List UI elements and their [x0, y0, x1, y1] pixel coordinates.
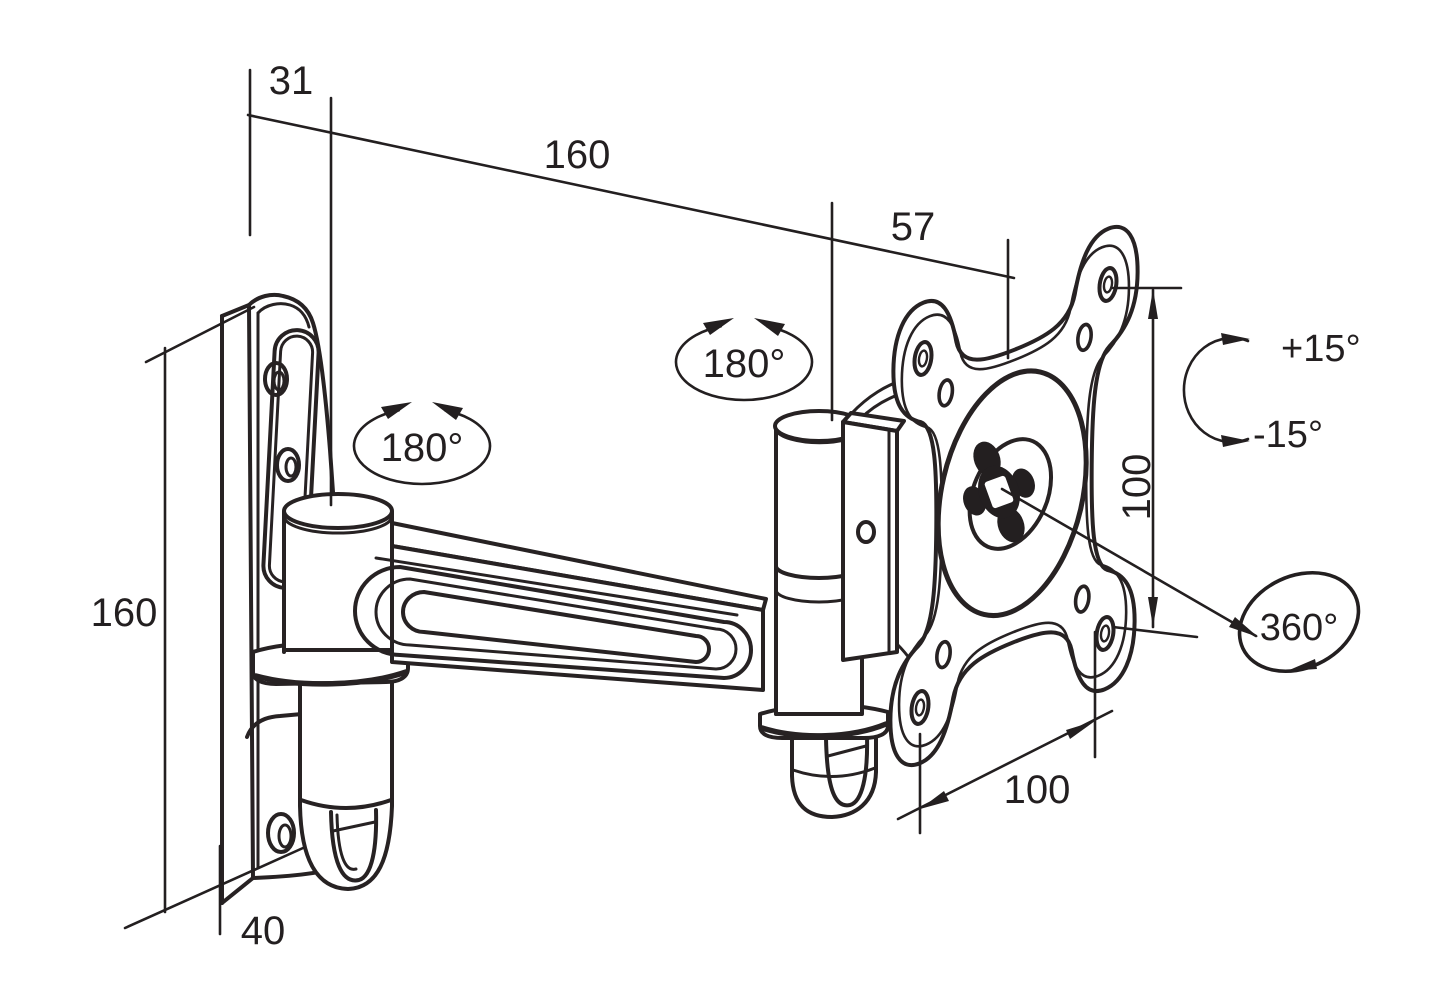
dimension-lines: 31 160 57 160 40 100 100 [91, 59, 1199, 953]
ext-line-plate-bottom [123, 846, 305, 930]
arm-swivel-ellipse [352, 409, 492, 486]
pivot1-cable-clip-inner [335, 813, 358, 871]
vesa100-hole-bottom-left-rim [916, 698, 924, 717]
vesa100-hole-bottom-right [1096, 614, 1113, 653]
vesa100-holes [911, 265, 1116, 727]
vesa-plate-inner-outline [899, 236, 1130, 755]
dim-31-label: 31 [269, 59, 314, 103]
rotation-ellipse [1237, 570, 1361, 674]
wall-plate-top-thickness [220, 303, 251, 318]
pivot1-cup-seam [299, 798, 393, 810]
wall-plate-bottom-thickness [220, 876, 255, 905]
ext-line-plate-top [144, 305, 256, 364]
arm-recess-top-line [374, 556, 739, 617]
mount-hole-upper [263, 361, 289, 397]
arm-recess-outer [353, 565, 753, 680]
vesa100-hole-top-left [914, 339, 931, 378]
mount-hole-lower [266, 812, 296, 854]
pivot2-cable-clip [824, 734, 870, 808]
hub-square-hole [984, 475, 1014, 509]
angle-360-label: 360° [1260, 607, 1339, 649]
angle-180-arm-label: 180° [381, 426, 464, 470]
rotation-annotations: 180° 180° +15° -15° 360° [352, 318, 1361, 674]
rotate-arrow-left-icon [381, 402, 412, 419]
pivot2-flange-band [759, 721, 889, 739]
vesa100-hole-bottom-left [911, 688, 928, 727]
vesa100-hole-top-right [1099, 265, 1116, 304]
dim-vesa-100-vertical-label: 100 [1115, 454, 1159, 521]
tilt-arc [1182, 336, 1250, 444]
pivot1-cable-clip [329, 808, 379, 883]
rotate-arrow-left-icon [703, 318, 734, 335]
vesa75-holes [937, 322, 1092, 670]
dim-arm-160-label: 160 [544, 133, 611, 177]
dim-57-label: 57 [891, 205, 936, 249]
vesa-hub [963, 441, 1035, 543]
mount-hole-middle-rim [284, 456, 298, 478]
rotate-arrow-right-icon [432, 402, 463, 420]
dim-plate-160-label: 160 [91, 591, 158, 635]
mount-hole-upper-rim [272, 370, 286, 392]
vesa75-hole-bottom-left [937, 639, 951, 669]
pivot2-clip-divider [826, 744, 868, 758]
tilt-arrow-down-icon [1221, 435, 1250, 447]
vesa75-hole-bottom-right [1075, 584, 1089, 614]
pivot1-cup [298, 674, 394, 891]
head-swivel-ellipse [674, 325, 814, 402]
vesa100-hole-top-left-rim [919, 349, 927, 368]
leader-arrow-icon [1229, 617, 1258, 637]
rotation-leader-line [1000, 487, 1258, 638]
vesa75-hole-top-left [939, 378, 953, 408]
angle-plus15-label: +15° [1281, 328, 1361, 370]
arm-recess-slot [401, 590, 711, 664]
wall-plate-lower-lug [245, 712, 304, 739]
vesa75-hole-top-right [1078, 322, 1092, 352]
mount-hole-lower-rim [277, 823, 293, 849]
rotate-arrow-right-icon [754, 318, 785, 336]
vesa100-hole-bottom-right-rim [1101, 624, 1109, 643]
rotation-arrow-icon [1287, 659, 1317, 671]
dim-line-top-oblique [246, 113, 1016, 280]
wall-plate-inner-top [256, 302, 311, 329]
angle-minus15-label: -15° [1253, 414, 1323, 456]
vesa-bracket [841, 376, 926, 684]
pivot1-cap [282, 492, 394, 530]
arrow-up-right-icon [1066, 721, 1095, 739]
dim-40-label: 40 [241, 909, 286, 953]
arm-recess-middle [374, 577, 738, 671]
arrow-down-left-icon [920, 791, 949, 809]
arrow-up-icon [1148, 289, 1158, 319]
pivot1-clip-divider [331, 820, 377, 833]
angle-180-head-label: 180° [703, 342, 786, 386]
pivot1-collar-band [253, 669, 409, 687]
dim-vesa-100-horizontal-label: 100 [1004, 768, 1071, 812]
arrow-down-icon [1148, 597, 1158, 627]
tilt-arrow-up-icon [1221, 333, 1250, 345]
pivot-column-left [251, 492, 410, 891]
pivot1-cap-rim [282, 514, 394, 535]
ext-line-vesa-bottom-hole [1111, 625, 1199, 639]
vesa100-hole-top-right-rim [1104, 275, 1112, 294]
mount-hole-middle [275, 447, 301, 483]
articulating-arm [353, 521, 768, 692]
bracket-screw-hole [856, 520, 876, 544]
